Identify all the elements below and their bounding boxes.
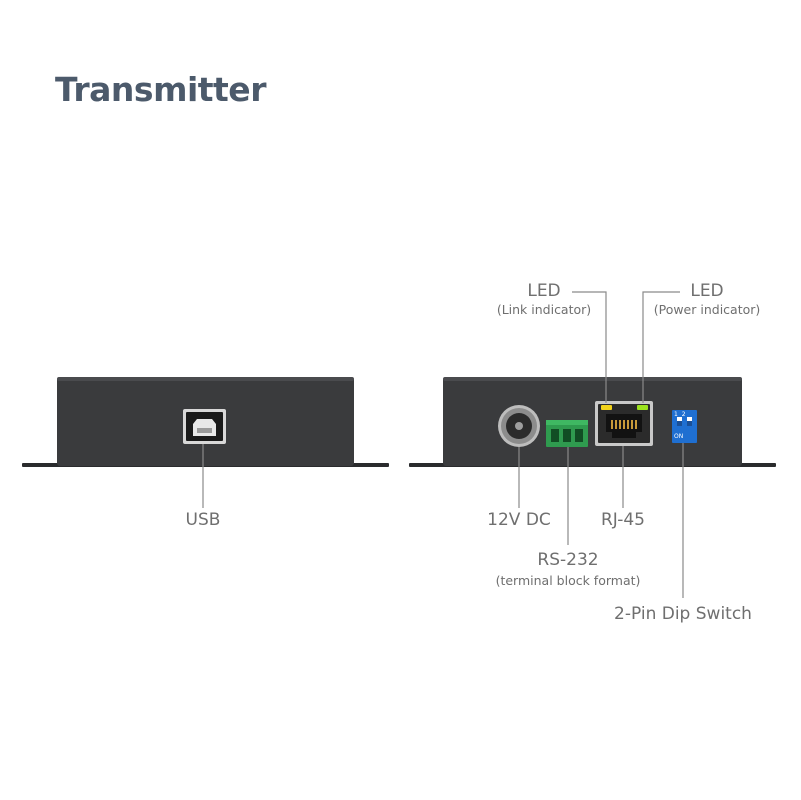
rj45-port-icon (595, 401, 653, 446)
terminal-block-icon (546, 420, 588, 447)
transmitter-side-io (409, 377, 776, 467)
label-rs232: RS-232 (537, 550, 599, 570)
usb-b-port-icon (183, 409, 226, 444)
dip-switch-markings: 1 2 (674, 411, 687, 418)
dip-switch-on-marking: ON (674, 433, 684, 440)
label-rs232-sub: (terminal block format) (495, 573, 641, 588)
dc-jack-icon (498, 405, 540, 447)
label-usb: USB (185, 510, 221, 530)
dip-switch-icon (672, 410, 697, 443)
label-12v-dc: 12V DC (487, 510, 551, 530)
label-led-power-sub: (Power indicator) (653, 302, 761, 317)
label-led-link: LED (527, 281, 561, 301)
label-led-link-sub: (Link indicator) (496, 302, 592, 317)
label-dip-switch: 2-Pin Dip Switch (614, 604, 752, 624)
label-led-power: LED (690, 281, 724, 301)
label-rj45: RJ-45 (601, 510, 645, 530)
leader-lines (202, 291, 684, 598)
page-title: Transmitter (55, 70, 266, 109)
transmitter-side-usb (22, 377, 389, 467)
